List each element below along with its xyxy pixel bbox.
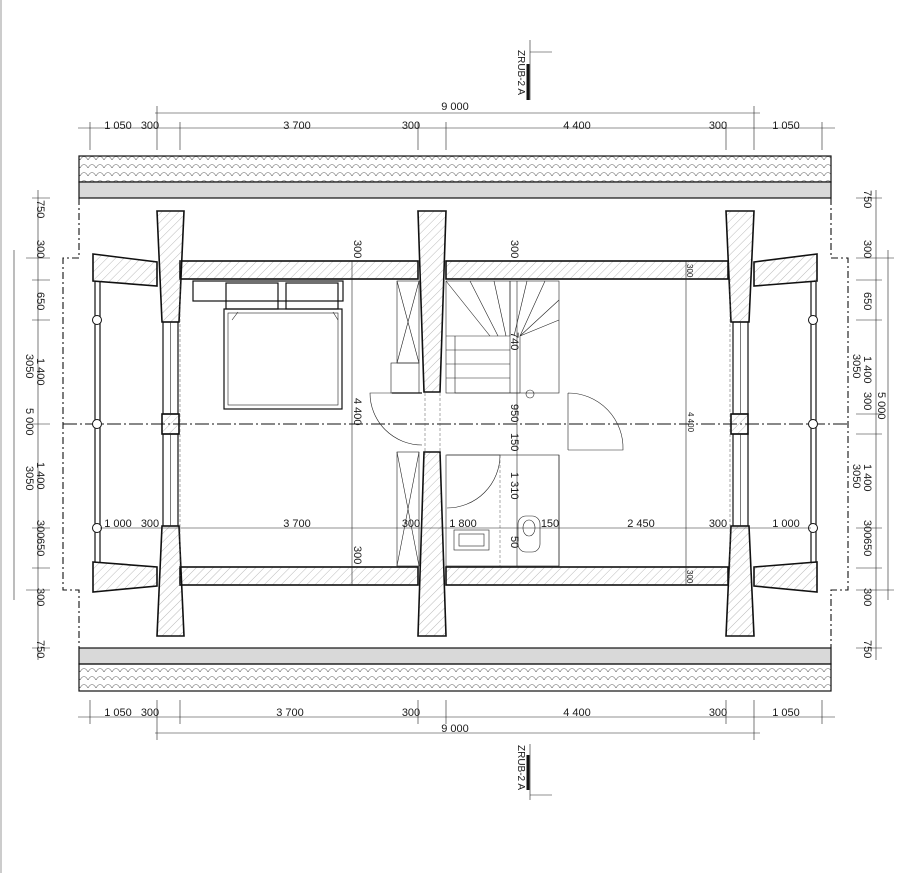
wardrobe-upper	[390, 280, 420, 394]
doors	[369, 392, 624, 509]
svg-text:1 050: 1 050	[104, 120, 132, 132]
svg-text:5 000: 5 000	[875, 392, 887, 420]
svg-text:4 400: 4 400	[563, 707, 591, 719]
staircase	[445, 280, 560, 399]
svg-text:1 400: 1 400	[34, 358, 46, 386]
svg-text:150: 150	[508, 433, 520, 451]
top-overall-dim: 9 000	[441, 101, 469, 113]
svg-text:1 400: 1 400	[861, 356, 873, 384]
svg-text:3050: 3050	[850, 354, 862, 378]
svg-text:950: 950	[508, 404, 520, 422]
svg-text:ZRUB-2 A: ZRUB-2 A	[515, 50, 526, 95]
svg-text:300: 300	[34, 588, 46, 606]
roof-eave-bottom	[78, 647, 832, 692]
bathroom	[445, 454, 560, 567]
svg-text:300: 300	[861, 520, 873, 538]
wardrobe-lower	[396, 451, 420, 567]
svg-text:3 700: 3 700	[276, 707, 304, 719]
hidden-lines	[179, 279, 731, 567]
svg-text:4 400: 4 400	[686, 412, 695, 433]
bottom-dimensions: 1 050 300 3 700 300 4 400 300 1 050 9 00…	[78, 700, 835, 740]
svg-text:300: 300	[402, 120, 420, 132]
gable-rails	[92, 282, 818, 562]
svg-text:300: 300	[861, 392, 873, 410]
svg-text:3 700: 3 700	[283, 120, 311, 132]
svg-text:300: 300	[141, 518, 159, 530]
svg-text:3050: 3050	[23, 466, 35, 490]
svg-text:300: 300	[709, 518, 727, 530]
section-mark-bottom: ZRUB-2 A	[515, 744, 552, 800]
svg-text:300: 300	[34, 520, 46, 538]
svg-text:1 000: 1 000	[772, 518, 800, 530]
svg-text:1 000: 1 000	[104, 518, 132, 530]
svg-text:300: 300	[861, 588, 873, 606]
svg-text:750: 750	[861, 190, 873, 208]
svg-text:5 000: 5 000	[23, 408, 35, 436]
svg-text:300: 300	[141, 120, 159, 132]
svg-text:650: 650	[34, 538, 46, 556]
svg-text:50: 50	[508, 536, 520, 548]
svg-text:650: 650	[861, 538, 873, 556]
svg-text:300: 300	[861, 240, 873, 258]
svg-text:3050: 3050	[23, 354, 35, 378]
svg-text:300: 300	[351, 546, 363, 564]
right-dimensions: 750 300 650 1 400 3050 300 5 000 1 400 3…	[850, 190, 894, 660]
left-dimensions: 750 300 650 1 400 3050 5 000 1 400 3050 …	[13, 190, 50, 660]
svg-text:4 400: 4 400	[351, 398, 363, 426]
svg-text:300: 300	[402, 707, 420, 719]
svg-text:1 400: 1 400	[861, 464, 873, 492]
log-walls	[92, 253, 818, 593]
svg-text:300: 300	[709, 120, 727, 132]
svg-text:750: 750	[34, 200, 46, 218]
svg-text:300: 300	[709, 707, 727, 719]
svg-text:300: 300	[402, 518, 420, 530]
svg-text:4 400: 4 400	[563, 120, 591, 132]
svg-text:1 050: 1 050	[772, 707, 800, 719]
top-dimensions: 9 000 1 050 300 3 700 300 4 400 300 1 05…	[78, 101, 835, 150]
interior-dimensions: 1 000 300 3 700 300 1 800 150 2 450 300 …	[104, 240, 800, 584]
svg-text:300: 300	[34, 240, 46, 258]
svg-text:650: 650	[861, 292, 873, 310]
svg-text:1 050: 1 050	[772, 120, 800, 132]
windows	[162, 321, 749, 527]
svg-text:ZRUB-2 A: ZRUB-2 A	[515, 745, 526, 790]
roof-eave-top	[78, 155, 832, 199]
svg-text:1 400: 1 400	[34, 462, 46, 490]
section-mark-top: ZRUB-2 A	[515, 40, 552, 100]
svg-text:1 310: 1 310	[508, 472, 520, 500]
svg-text:740: 740	[508, 332, 520, 350]
svg-text:3050: 3050	[850, 464, 862, 488]
svg-text:650: 650	[34, 292, 46, 310]
bottom-overall-dim: 9 000	[441, 723, 469, 735]
double-bed	[192, 280, 344, 410]
svg-text:750: 750	[34, 640, 46, 658]
svg-text:300: 300	[685, 264, 694, 278]
interior-dimension-lines	[100, 261, 811, 585]
svg-text:1 800: 1 800	[449, 518, 477, 530]
svg-text:300: 300	[141, 707, 159, 719]
svg-text:150: 150	[541, 518, 559, 530]
svg-text:300: 300	[685, 570, 694, 584]
svg-text:300: 300	[351, 240, 363, 258]
log-posts	[156, 210, 755, 637]
svg-text:2 450: 2 450	[627, 518, 655, 530]
svg-text:300: 300	[508, 240, 520, 258]
svg-text:750: 750	[861, 640, 873, 658]
svg-text:3 700: 3 700	[283, 518, 311, 530]
svg-text:1 050: 1 050	[104, 707, 132, 719]
